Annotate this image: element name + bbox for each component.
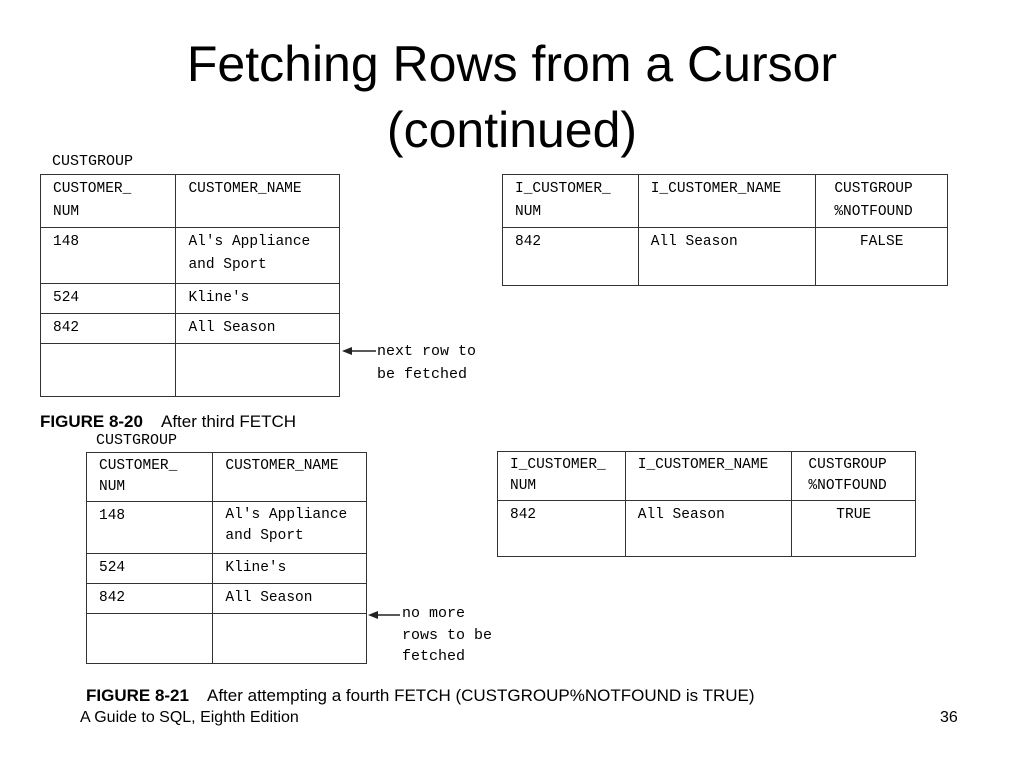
arrow-left-icon: [342, 347, 376, 355]
table-cell: FALSE: [815, 227, 948, 286]
fig21-table-label: CUSTGROUP: [96, 432, 178, 449]
table-header-row: CUSTOMER_ NUM CUSTOMER_NAME: [85, 452, 367, 502]
header-cell: CUSTOMER_NAME: [212, 452, 367, 502]
table-header-row: I_CUSTOMER_ NUM I_CUSTOMER_NAME CUSTGROU…: [497, 451, 916, 501]
table-cell: All Season: [175, 313, 340, 344]
fig21-variables-table: I_CUSTOMER_ NUM I_CUSTOMER_NAME CUSTGROU…: [497, 451, 916, 557]
table-row: 842 All Season FALSE: [502, 227, 948, 286]
table-cell: TRUE: [791, 500, 916, 557]
header-cell: CUSTGROUP %NOTFOUND: [815, 174, 948, 228]
table-cell: [175, 343, 340, 397]
table-cell: 842: [502, 227, 639, 286]
table-header-row: CUSTOMER_ NUM CUSTOMER_NAME: [39, 174, 340, 228]
page-number: 36: [940, 709, 958, 726]
arrow-left-icon: [368, 611, 400, 619]
table-row: 524 Kline's: [39, 283, 340, 314]
table-cell: [212, 613, 367, 664]
figure-caption-text: After attempting a fourth FETCH (CUSTGRO…: [206, 686, 755, 705]
table-cell: 148: [39, 227, 177, 284]
header-cell: I_CUSTOMER_NAME: [637, 174, 817, 228]
header-cell: CUSTGROUP %NOTFOUND: [791, 451, 916, 501]
fig21-arrow-label: no more rows to be fetched: [402, 605, 493, 665]
table-cell: 148: [85, 501, 214, 554]
table-cell: 524: [39, 283, 177, 314]
table-row: [39, 343, 340, 397]
header-cell: CUSTOMER_NAME: [175, 174, 340, 228]
fig20-arrow-label: next row to be fetched: [377, 343, 477, 383]
table-cell: 842: [85, 583, 214, 614]
table-cell: 842: [497, 500, 626, 557]
fig20-custgroup-table: CUSTOMER_ NUM CUSTOMER_NAME 148 Al's App…: [39, 174, 340, 397]
table-cell: Al's Appliance and Sport: [175, 227, 340, 284]
table-cell: Kline's: [175, 283, 340, 314]
figure-caption-text: After third FETCH: [160, 412, 297, 431]
table-header-row: I_CUSTOMER_ NUM I_CUSTOMER_NAME CUSTGROU…: [502, 174, 948, 228]
table-cell: Kline's: [212, 553, 367, 584]
table-row: 842 All Season: [85, 583, 367, 614]
table-cell: [85, 613, 214, 664]
table-row: 148 Al's Appliance and Sport: [39, 227, 340, 284]
table-row: [85, 613, 367, 664]
fig21-caption: FIGURE 8-21 After attempting a fourth FET…: [86, 686, 755, 706]
header-cell: I_CUSTOMER_ NUM: [502, 174, 639, 228]
fig20-table-label: CUSTGROUP: [52, 153, 134, 170]
header-cell: I_CUSTOMER_ NUM: [497, 451, 626, 501]
table-cell: All Season: [212, 583, 367, 614]
fig20-variables-table: I_CUSTOMER_ NUM I_CUSTOMER_NAME CUSTGROU…: [502, 174, 948, 286]
slide-title-line2: (continued): [386, 102, 638, 158]
slide-title-line1: Fetching Rows from a Cursor: [186, 36, 838, 92]
footer-book-title: A Guide to SQL, Eighth Edition: [80, 709, 299, 726]
table-row: 842 All Season: [39, 313, 340, 344]
header-cell: I_CUSTOMER_NAME: [624, 451, 793, 501]
table-cell: 842: [39, 313, 177, 344]
table-cell: All Season: [624, 500, 793, 557]
table-row: 842 All Season TRUE: [497, 500, 916, 557]
header-cell: CUSTOMER_ NUM: [85, 452, 214, 502]
table-cell: Al's Appliance and Sport: [212, 501, 367, 554]
figure-number: FIGURE 8-21: [86, 686, 189, 705]
table-cell: 524: [85, 553, 214, 584]
figure-number: FIGURE 8-20: [40, 412, 143, 431]
fig21-custgroup-table: CUSTOMER_ NUM CUSTOMER_NAME 148 Al's App…: [85, 452, 367, 664]
table-row: 148 Al's Appliance and Sport: [85, 501, 367, 554]
table-cell: All Season: [637, 227, 817, 286]
table-row: 524 Kline's: [85, 553, 367, 584]
table-cell: [39, 343, 177, 397]
header-cell: CUSTOMER_ NUM: [39, 174, 177, 228]
fig20-caption: FIGURE 8-20 After third FETCH: [40, 412, 296, 432]
